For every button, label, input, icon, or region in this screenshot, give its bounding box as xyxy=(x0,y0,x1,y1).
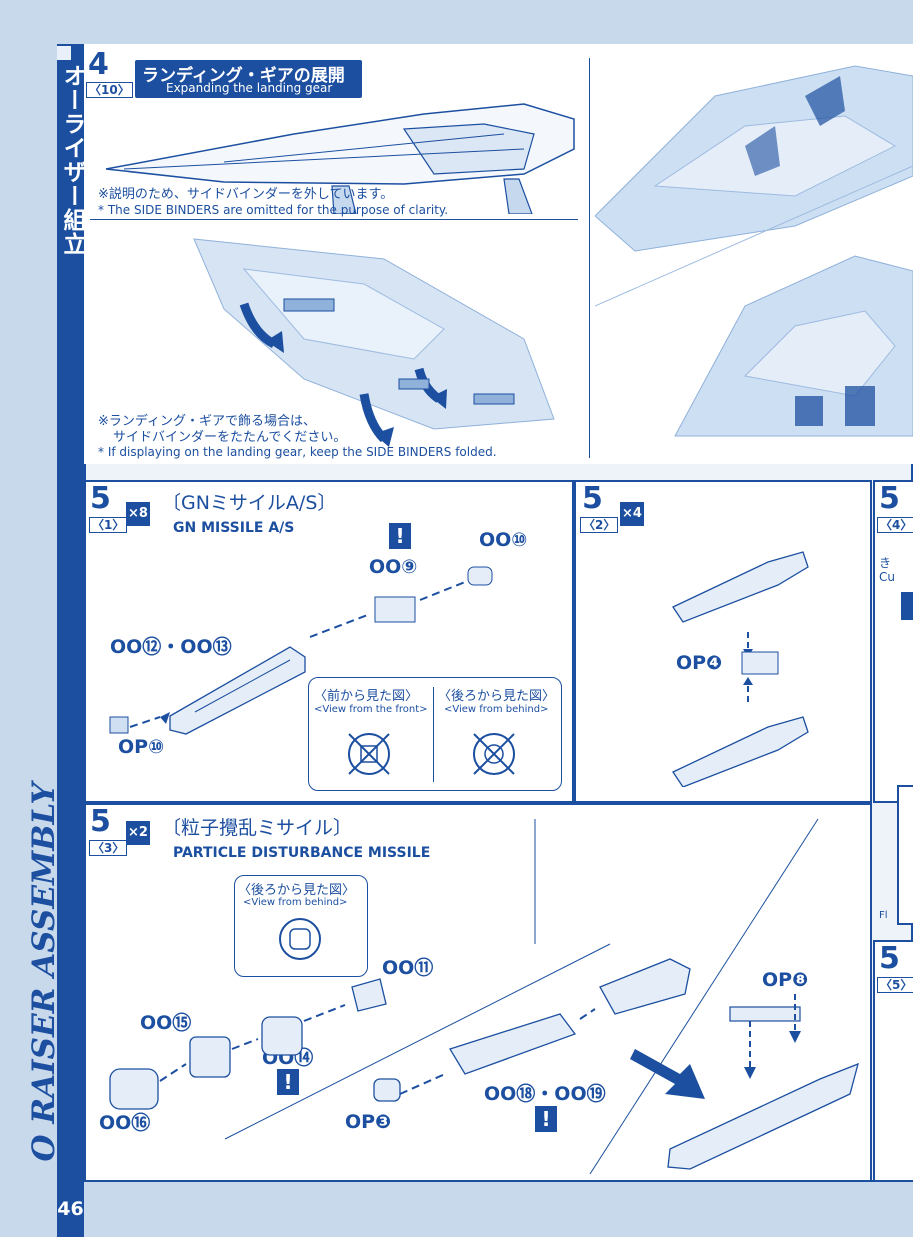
view-diagrams xyxy=(348,733,515,775)
step5-2-number: 5 xyxy=(582,481,603,516)
step5-2-multiplier: ×4 xyxy=(620,502,644,526)
step4-title-jp: ランディング・ギアの展開 xyxy=(142,66,345,86)
step5-3-warning-2: ! xyxy=(535,1106,557,1132)
view-behind-jp: 〈後ろから見た図〉 xyxy=(438,689,556,704)
step5-1-warning: ! xyxy=(389,523,411,549)
step5-4-number: 5 xyxy=(879,481,900,516)
part-oo10: OO⑩ xyxy=(479,529,528,551)
step5-1-number: 5 xyxy=(90,481,111,516)
step5-5-panel: 5 〈5〉 xyxy=(873,940,913,1182)
step5-1-title-en: GN MISSILE A/S xyxy=(173,520,295,536)
step5-3-title-en: PARTICLE DISTURBANCE MISSILE xyxy=(173,845,431,861)
step5-1-sub: 〈1〉 xyxy=(89,517,128,533)
step5-3-panel: 5 〈3〉 ×2 〔粒子攪乱ミサイル〕 PARTICLE DISTURBANCE… xyxy=(84,803,872,1182)
part-oo16: OO⑯ xyxy=(99,1112,151,1134)
sidebar-marker xyxy=(57,46,71,60)
step5-3-title-jp: 〔粒子攪乱ミサイル〕 xyxy=(162,817,353,839)
part-op3: OP❸ xyxy=(345,1111,392,1133)
sidebar-title-jp: オーライザー組立 xyxy=(59,64,85,256)
step4-vertical-divider xyxy=(589,58,590,458)
step4-sub: 〈10〉 xyxy=(86,82,133,98)
ship-photo-illustration xyxy=(595,65,913,437)
step5-1-title-jp: 〔GNミサイルA/S〕 xyxy=(162,492,337,514)
step4-note2-en: * If displaying on the landing gear, kee… xyxy=(98,445,497,459)
step5-3-multiplier: ×2 xyxy=(126,821,150,845)
step4-note2-jp-line1: ※ランディング・ギアで飾る場合は、 xyxy=(98,414,316,429)
step5-4-sub: 〈4〉 xyxy=(877,517,913,533)
view-bubble-divider xyxy=(433,687,434,782)
step4-panel: 4 〈10〉 ランディング・ギアの展開 Expanding the landin… xyxy=(84,44,913,464)
gn-missile-illustration xyxy=(109,566,493,735)
view-front-en: <View from the front> xyxy=(314,704,428,715)
missile-pair-illustration xyxy=(672,551,809,787)
step4-number: 4 xyxy=(88,47,109,82)
ship-side-illustration xyxy=(105,103,575,214)
part-oo12-oo13: OO⑫・OO⑬ xyxy=(110,636,232,658)
step5-3-warning-1: ! xyxy=(277,1069,299,1095)
part-oo15: OO⑮ xyxy=(140,1012,192,1034)
step5-5-number: 5 xyxy=(879,941,900,976)
step5-2-sub: 〈2〉 xyxy=(580,517,619,533)
step4-title-en: Expanding the landing gear xyxy=(166,81,333,95)
part-oo9: OO⑨ xyxy=(369,556,418,578)
step5-4-text-en: Cu xyxy=(879,570,895,584)
view-front-jp: 〈前から見た図〉 xyxy=(314,689,419,704)
step5-4-lower-panel xyxy=(897,785,913,925)
step5-2-panel: 5 〈2〉 ×4 OP❹ xyxy=(574,480,872,803)
particle-view-diagram xyxy=(279,918,321,960)
step5-4-text-jp: き xyxy=(879,556,892,570)
view-behind-en: <View from behind> xyxy=(444,704,549,715)
part-oo11: OO⑪ xyxy=(382,957,434,979)
step5-1-panel: 5 〈1〉 ×8 〔GNミサイルA/S〕 GN MISSILE A/S ! OO… xyxy=(84,480,574,803)
step5-5-text-fr: Fl xyxy=(879,910,888,921)
sidebar-title-en: O RAISER ASSEMBLY xyxy=(26,782,62,1162)
step4-note2-jp-line2: サイドバインダーをたたんでください。 xyxy=(113,430,347,445)
page-number: 46 xyxy=(57,1182,84,1237)
particle-missile-illustration xyxy=(109,818,859,1175)
part-oo18-oo19: OO⑱・OO⑲ xyxy=(484,1083,606,1105)
step5-3-number: 5 xyxy=(90,804,111,839)
step5-4-fragment xyxy=(901,592,913,620)
step5-5-sub: 〈5〉 xyxy=(877,977,913,993)
part-op8: OP❽ xyxy=(762,969,809,991)
step5-3-sub: 〈3〉 xyxy=(89,840,128,856)
step4-title-box xyxy=(135,60,362,98)
step4-note1-jp: ※説明のため、サイドバインダーを外しています。 xyxy=(98,187,394,202)
part-op10: OP⑩ xyxy=(118,736,165,758)
step5-1-multiplier: ×8 xyxy=(126,502,150,526)
part-op4: OP❹ xyxy=(676,652,723,674)
sidebar-band xyxy=(57,44,84,1182)
step4-note1-en: * The SIDE BINDERS are omitted for the p… xyxy=(98,203,449,217)
particle-view-behind-jp: 〈後ろから見た図〉 xyxy=(238,883,356,898)
landing-gear-illustration xyxy=(193,238,555,447)
step4-divider xyxy=(90,219,578,220)
particle-view-behind-en: <View from behind> xyxy=(243,897,348,908)
step5-4-panel: 5 〈4〉 き Cu xyxy=(873,480,913,803)
